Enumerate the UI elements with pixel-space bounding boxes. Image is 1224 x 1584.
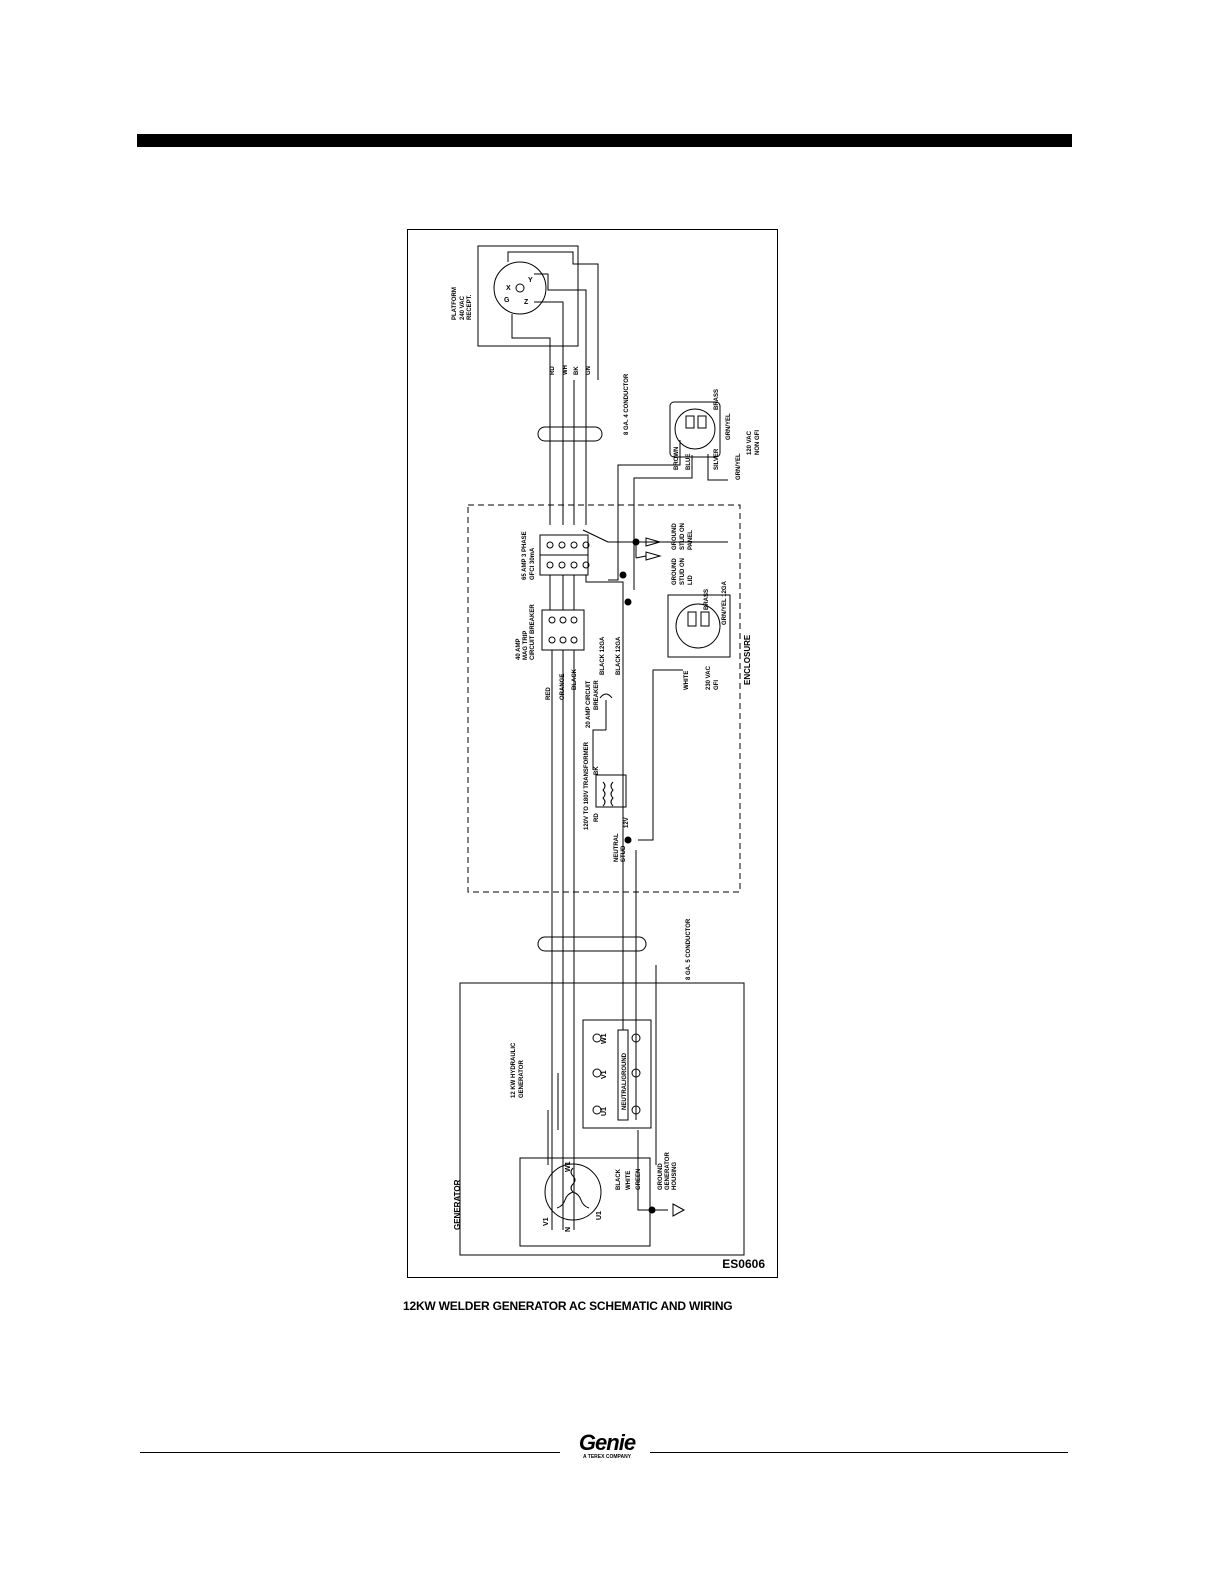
- generator-title: GENERATOR: [453, 1179, 462, 1230]
- cable-bottom-label: 8 GA. 5 CONDUCTOR: [686, 918, 692, 980]
- header-rule: [137, 134, 1072, 147]
- breaker-label: 40 AMP: [516, 639, 522, 660]
- schematic-label: ORANGE: [560, 674, 566, 700]
- outlet-120v: [669, 401, 721, 458]
- schematic-label: Y: [528, 277, 533, 284]
- logo-wordmark: Genie: [578, 1430, 636, 1455]
- schematic-label: V1: [543, 1217, 550, 1226]
- winding-box: [519, 1157, 651, 1247]
- schematic-label: 240 VAC: [460, 295, 466, 320]
- schematic-label: WHITE: [684, 671, 690, 690]
- schematic-label: 20 AMP CIRCUIT: [586, 680, 592, 728]
- platform-title: PLATFORM: [452, 287, 458, 320]
- schematic-label: STUD: [621, 845, 627, 862]
- genie-logo: Genie A TEREX COMPANY: [568, 1430, 646, 1461]
- schematic-label: GFI: [714, 680, 720, 690]
- transformer: [595, 774, 627, 808]
- schematic-label: RD: [550, 366, 556, 375]
- schematic-label: MAG TRIP: [523, 631, 529, 660]
- schematic-label: V1: [601, 1070, 608, 1079]
- platform-receptacle: [493, 261, 547, 315]
- schematic-label: BROWN: [674, 447, 680, 470]
- schematic-label: 12V: [624, 817, 630, 828]
- schematic-label: BLACK: [616, 1168, 622, 1190]
- schematic-label: HOUSING: [672, 1162, 678, 1190]
- gfci-label: 65 AMP 3 PHASE: [522, 531, 528, 580]
- outlet-120-label: 120 VAC: [747, 430, 753, 455]
- schematic-label: RD: [594, 813, 600, 822]
- schematic-label: SILVER: [714, 448, 720, 470]
- schematic-label: PANEL: [688, 530, 694, 550]
- schematic-label: BREAKER: [594, 680, 600, 710]
- schematic-label: BK: [594, 766, 600, 775]
- schematic-label: BLUE: [686, 454, 692, 470]
- footer-rule-right: [650, 1452, 1068, 1453]
- schematic-label: NEUTRAL: [614, 833, 620, 862]
- schematic-label: WHITE: [626, 1171, 632, 1190]
- schematic-label: GRN/YEL: [726, 413, 732, 440]
- schematic-label: CIRCUIT BREAKER: [530, 604, 536, 660]
- schematic-label: GREEN: [636, 1169, 642, 1190]
- schematic-label: W1: [601, 1033, 608, 1044]
- schematic-label: NEUTRAL/GROUND: [622, 1052, 628, 1110]
- schematic-label: U1: [596, 1211, 603, 1220]
- schematic-label: GN: [586, 366, 592, 375]
- cable-sleeve-top: [537, 426, 603, 442]
- schematic-label: BRASS: [704, 589, 710, 610]
- schematic-label: GENERATOR: [519, 1060, 525, 1098]
- figure-caption: 12KW WELDER GENERATOR AC SCHEMATIC AND W…: [403, 1299, 733, 1313]
- schematic-label: STUD ON: [680, 523, 686, 550]
- enclosure-title: ENCLOSURE: [743, 634, 752, 685]
- schematic-label: BLACK 12GA: [600, 636, 606, 675]
- schematic-label: BLACK: [572, 668, 578, 690]
- fuse-symbol: [599, 693, 613, 699]
- schematic-frame: PLATFORM 240 VAC RECEPT. X Y G Z RD WH B…: [407, 229, 778, 1278]
- schematic-label: BRASS: [714, 389, 720, 410]
- schematic-label: Z: [524, 299, 529, 306]
- schematic-label: GROUND: [672, 558, 678, 585]
- schematic-label: RED: [546, 687, 552, 700]
- schematic-label: GRN/YEL 12GA: [722, 580, 728, 625]
- schematic-label: BK: [574, 366, 580, 375]
- schematic-label: WH: [563, 365, 569, 375]
- outlet-230v: [667, 594, 731, 658]
- schematic-label: GENERATOR: [665, 1152, 671, 1190]
- schematic-label: RECEPT.: [467, 294, 473, 320]
- schematic-label: U1: [601, 1107, 608, 1116]
- schematic-label: G: [504, 297, 510, 304]
- schematic-label: STUD ON: [680, 558, 686, 585]
- breaker-block: [541, 609, 585, 651]
- generator-desc: 12 KW HYDRAULIC: [511, 1042, 517, 1098]
- transformer-label: 120V TO 180V TRANSFORMER: [584, 741, 590, 830]
- schematic-label: W1: [565, 1161, 572, 1172]
- schematic-label: GFCI 30mA: [530, 547, 536, 580]
- cable-top-label: 8 GA. 4 CONDUCTOR: [624, 373, 630, 435]
- outlet-230-label: 230 VAC: [706, 665, 712, 690]
- terminal-board: [582, 1019, 652, 1129]
- enclosure-box: [467, 504, 741, 893]
- schematic-label: BLACK 12GA: [616, 636, 622, 675]
- schematic-diagram: PLATFORM 240 VAC RECEPT. X Y G Z RD WH B…: [452, 245, 761, 1256]
- drawing-number: ES0606: [722, 1257, 765, 1271]
- schematic-label: GROUND: [658, 1163, 664, 1190]
- schematic-label: GRN/YEL: [736, 453, 742, 480]
- schematic-label: LID: [688, 575, 694, 585]
- schematic-label: NON GFI: [755, 430, 761, 455]
- footer-rule-left: [140, 1452, 560, 1453]
- schematic-label: X: [506, 285, 511, 292]
- schematic-label: GROUND: [672, 523, 678, 550]
- cable-sleeve-bottom: [537, 936, 647, 952]
- schematic-label: N: [565, 1227, 572, 1232]
- logo-tagline: A TEREX COMPANY: [582, 1454, 632, 1460]
- generator-box: [459, 982, 745, 1256]
- platform-box: [477, 245, 579, 347]
